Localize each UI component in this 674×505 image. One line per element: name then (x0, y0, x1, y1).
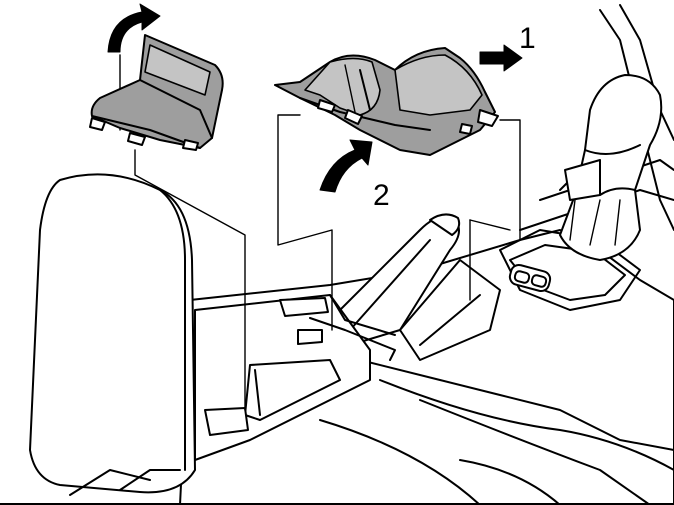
curved-arrow-icon (319, 139, 373, 193)
callout-1: 1 (519, 22, 536, 55)
callout-2: 2 (373, 179, 390, 212)
straight-arrow-icon (479, 44, 523, 72)
rear-console-lid (89, 34, 224, 151)
seat-backrest (29, 173, 196, 496)
console-compartments (194, 294, 396, 461)
gear-shifter (559, 74, 663, 261)
parking-brake-lever (329, 213, 501, 361)
front-console-cover (274, 47, 499, 156)
curved-arrow-icon (107, 3, 161, 53)
